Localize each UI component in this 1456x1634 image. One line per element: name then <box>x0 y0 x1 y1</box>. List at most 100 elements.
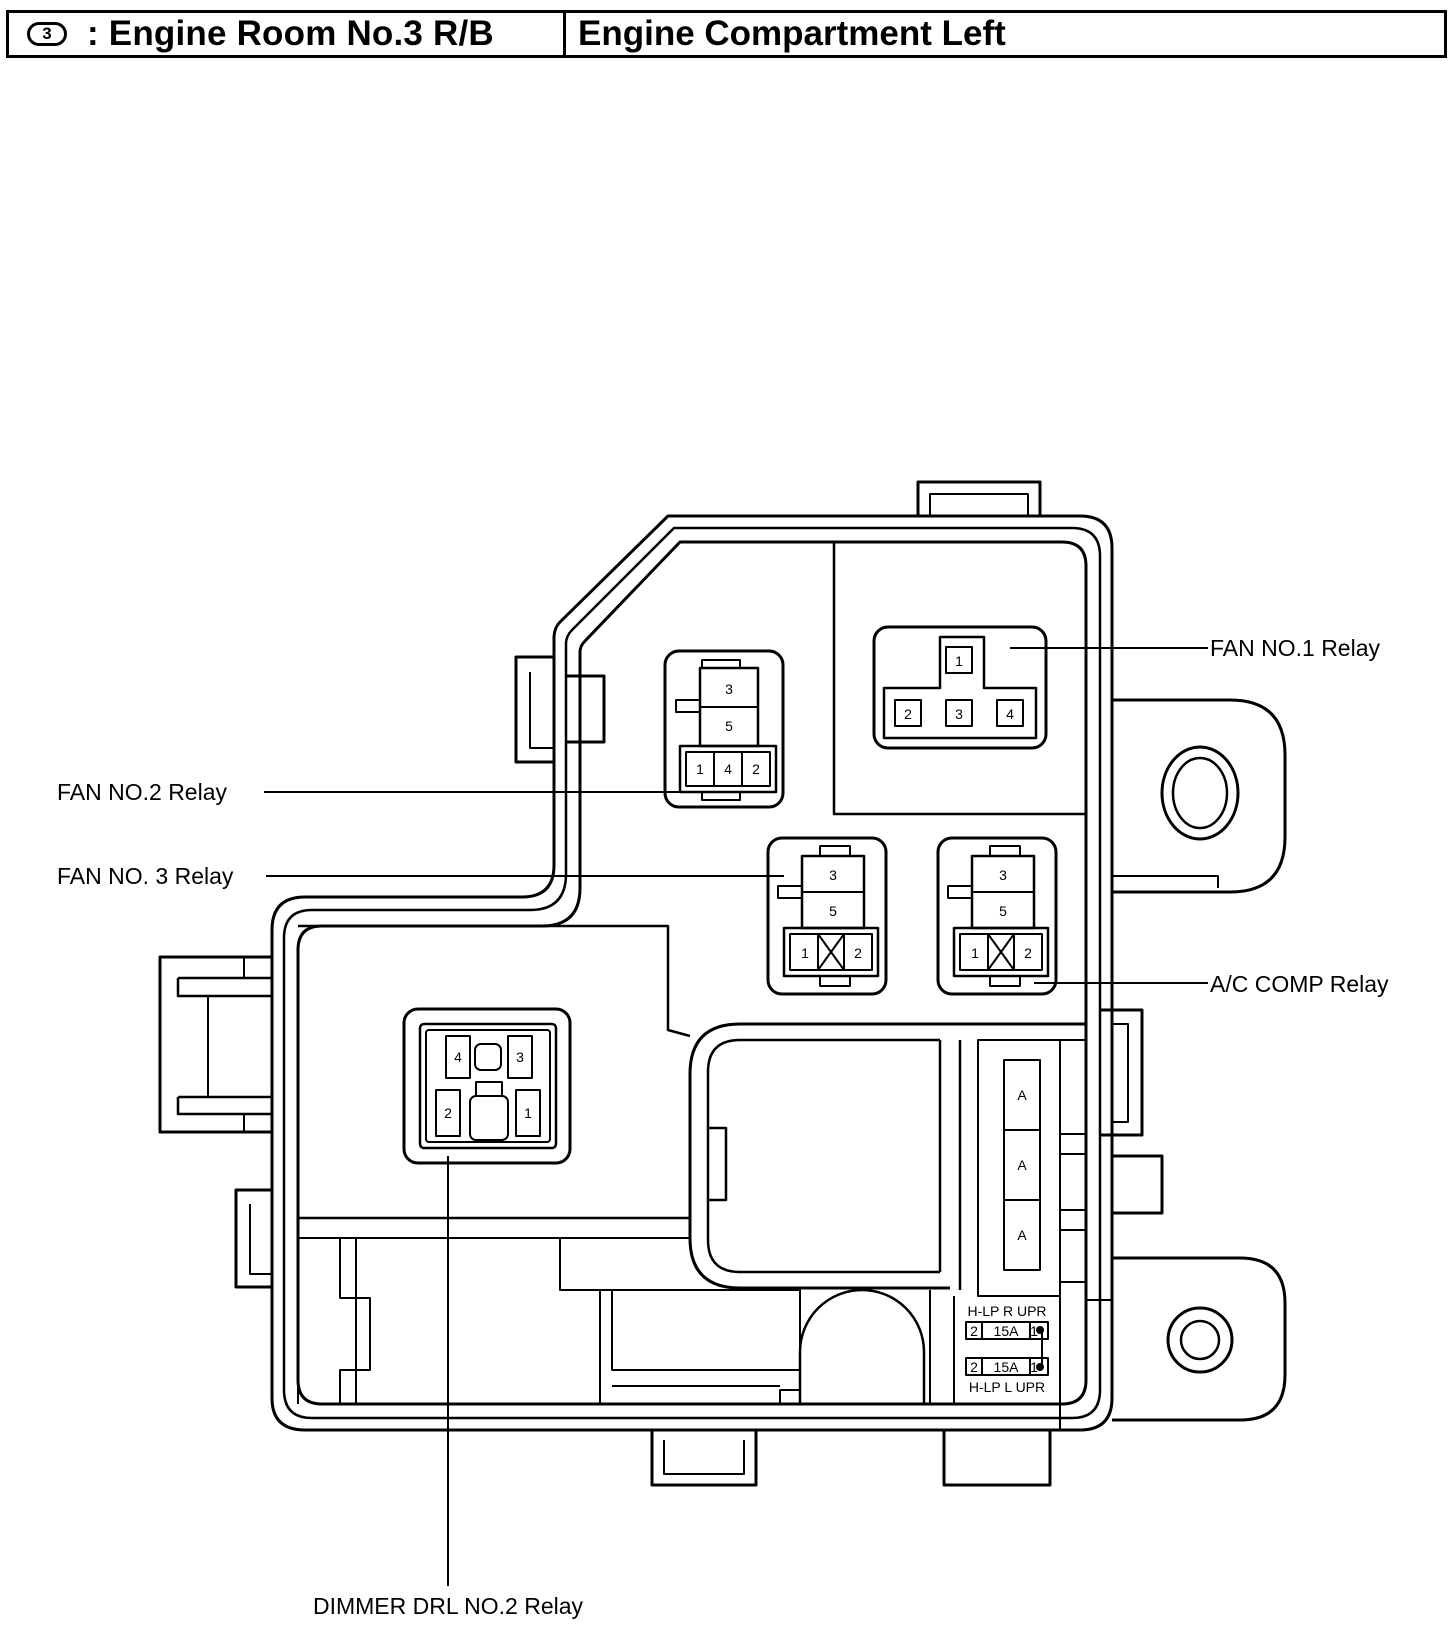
left-clip-lower <box>234 1188 272 1289</box>
ac-pin-3: 3 <box>999 867 1007 883</box>
dimmer-relay-housing <box>402 1007 572 1165</box>
fan1-pin-2: 2 <box>904 706 912 722</box>
left-clip-lower-inner <box>249 1204 272 1275</box>
fan1-pin-1: 1 <box>955 653 963 669</box>
dimmer-pin-2: 2 <box>444 1105 452 1121</box>
fan1-pin-4-box <box>996 699 1024 727</box>
bottom-tab-right <box>942 1430 1052 1487</box>
fan3-pin-3: 3 <box>829 867 837 883</box>
fan3-relay-blank-pin <box>817 933 845 971</box>
lower-cavity-left-walls <box>297 1238 371 1404</box>
relay-block-location: Engine Compartment Left <box>578 14 1006 53</box>
fan3-relay-label: FAN NO. 3 Relay <box>57 863 234 889</box>
fuse-hlp-r-upr-left: 2 <box>970 1323 978 1339</box>
fan2-relay-label: FAN NO.2 Relay <box>57 779 227 805</box>
center-arch <box>798 1288 926 1404</box>
fan1-pin-1-box <box>945 646 973 674</box>
mount-bracket-upper-ledge <box>1112 875 1219 888</box>
fuse-slot-a1-label: A <box>1017 1087 1027 1103</box>
dimmer-pin-3: 3 <box>516 1049 524 1065</box>
dimmer-relay-socket-inner <box>425 1029 551 1143</box>
fuse-hlp-r-upr-rating: 15A <box>994 1323 1020 1339</box>
mount-hole-upper-inner <box>1171 756 1229 830</box>
fuse-hlp-l-upr-rating: 15A <box>994 1359 1020 1375</box>
fuse-hlp-r-upr-name: H-LP R UPR <box>967 1303 1046 1319</box>
right-clip-middle <box>1100 1008 1144 1137</box>
fuse-hlp-r-upr <box>965 1321 1049 1340</box>
dimmer-area-outline <box>298 924 691 1038</box>
ac-relay-side-key <box>947 885 972 899</box>
ac-pin-2: 2 <box>1024 945 1032 961</box>
ac-relay-housing <box>936 836 1058 996</box>
dimmer-relay-center-block <box>469 1095 509 1141</box>
dimmer-pin-3-box <box>507 1035 533 1079</box>
fan3-pin-1: 1 <box>801 945 809 961</box>
fan1-pin-3-box <box>945 699 973 727</box>
bottom-tab-left-inner <box>663 1440 745 1475</box>
fan2-pin-2: 2 <box>752 761 760 777</box>
left-tab-upper-inner <box>529 672 554 749</box>
top-tab-inner <box>929 493 1029 516</box>
fan1-pin-4: 4 <box>1006 706 1014 722</box>
fuse-slot-a3 <box>1003 1199 1041 1271</box>
dimmer-relay-center-key <box>474 1043 502 1071</box>
bottom-tab-left <box>650 1430 758 1487</box>
fuse-hlp-r-upr-dot <box>1036 1326 1044 1334</box>
dimmer-pin-1: 1 <box>524 1105 532 1121</box>
fan2-pin-4: 4 <box>724 761 732 777</box>
fuse-hlp-l-upr-left: 2 <box>970 1359 978 1375</box>
fan1-pin-3: 3 <box>955 706 963 722</box>
fan3-relay-housing <box>766 836 888 996</box>
dimmer-relay-top-stub <box>475 1081 503 1096</box>
big-cavity-latch <box>708 1126 728 1202</box>
mount-bracket-lower <box>1112 1256 1287 1422</box>
header-title-cell: 3 : Engine Room No.3 R/B <box>9 13 566 55</box>
fan3-relay-lower-socket <box>782 926 880 978</box>
fuse-slot-a3-label: A <box>1017 1227 1027 1243</box>
fan1-relay-label: FAN NO.1 Relay <box>1210 635 1380 661</box>
dimmer-pin-4: 4 <box>454 1049 462 1065</box>
fuse-hlp-l-upr-dot <box>1036 1363 1044 1371</box>
fan3-relay-keys <box>819 845 851 987</box>
fan2-relay-lower-socket <box>678 744 778 794</box>
fan3-relay-side-key <box>777 885 802 899</box>
fuse-hlp-r-upr-dividers <box>981 1322 1031 1339</box>
dimmer-drl-relay-label: DIMMER DRL NO.2 Relay <box>313 1593 584 1619</box>
fuse-hlp-l-upr <box>965 1357 1049 1376</box>
top-tab <box>916 480 1042 516</box>
dimmer-pin-1-box <box>515 1089 541 1137</box>
ac-relay-lower-inner <box>959 933 1043 971</box>
dimmer-relay-socket-outer <box>418 1022 558 1150</box>
fuse-hlp-r-upr-right: 1 <box>1030 1323 1038 1339</box>
header-location-cell: Engine Compartment Left <box>566 13 1444 55</box>
fan2-pin-5: 5 <box>725 718 733 734</box>
header-bar: 3 : Engine Room No.3 R/B Engine Compartm… <box>6 10 1447 58</box>
left-tab-upper <box>514 655 554 764</box>
ac-pin-5: 5 <box>999 903 1007 919</box>
fuse-hlp-l-upr-right: 1 <box>1030 1359 1038 1375</box>
left-clip-rails <box>176 976 272 1116</box>
right-small-knob <box>1112 1154 1164 1215</box>
fan2-pin-1: 1 <box>696 761 704 777</box>
fan3-pin-2: 2 <box>854 945 862 961</box>
fan1-relay-socket <box>882 635 1038 740</box>
big-cavity-right-wall <box>938 1040 962 1290</box>
housing-outer <box>270 514 1114 1432</box>
fan2-relay-housing <box>663 649 785 809</box>
relay-block-number-badge: 3 <box>27 22 67 46</box>
left-clip-outer <box>158 955 272 1134</box>
dimmer-pin-2-box <box>435 1089 461 1137</box>
relay-block-title: : Engine Room No.3 R/B <box>87 14 494 53</box>
right-clip-middle-inner <box>1112 1023 1129 1123</box>
ac-pin-1: 1 <box>971 945 979 961</box>
ac-relay-keys <box>989 845 1021 987</box>
mount-hole-lower-inner <box>1179 1319 1221 1361</box>
lower-cavity-right-walls <box>559 1238 801 1404</box>
mount-bracket-upper <box>1112 698 1287 894</box>
dimmer-pin-4-box <box>445 1035 471 1079</box>
fan2-pin-2-box <box>741 751 771 787</box>
fuse-hlp-l-upr-dividers <box>981 1358 1031 1375</box>
ac-relay-lower-socket <box>952 926 1050 978</box>
mount-hole-upper-outer <box>1160 745 1240 841</box>
fan1-pin-2-box <box>894 699 922 727</box>
